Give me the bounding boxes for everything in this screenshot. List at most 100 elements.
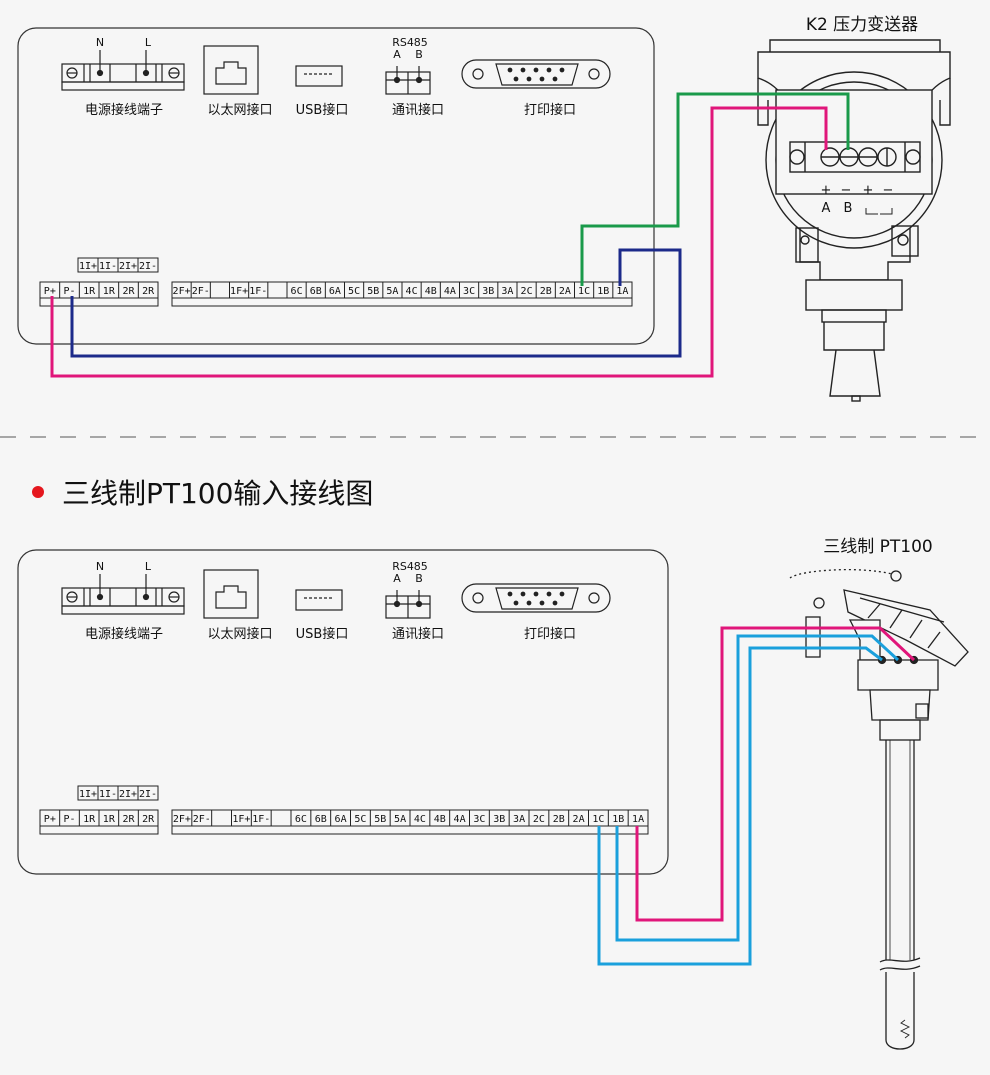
p2-terminal-main-10: 5B (374, 814, 386, 825)
p2-terminal-block-left: P+ P- 1R 1R 2R 2R (39, 809, 159, 835)
p2-terminal-main-17: 3A (513, 814, 525, 825)
p2-terminal-left-5: 2R (142, 814, 155, 825)
p2-terminal-main-4: 1F- (252, 814, 270, 825)
transmitter-terminal-b: B (844, 201, 853, 216)
p2-power-term-n: N (96, 560, 104, 573)
p1-terminal-main-19: 2B (540, 286, 552, 297)
p2-terminal-main-20: 2A (573, 814, 585, 825)
p2-terminal-upper-2: 2I+ (119, 789, 137, 800)
p2-terminal-main-3: 1F+ (232, 814, 250, 825)
wire-cyan-2 (597, 646, 883, 966)
p1-power-term-l: L (145, 36, 152, 49)
p1-terminal-upper-2: 2I+ (119, 261, 137, 272)
p1-rs485-label: RS485 (392, 36, 428, 49)
p2-rs485-term-a: A (393, 572, 401, 585)
p2-terminal-left-0: P+ (44, 814, 56, 825)
p2-comm-label: 通讯接口 (392, 626, 444, 642)
p1-terminal-main-17: 3A (501, 286, 513, 297)
wire-pink (50, 106, 828, 378)
p1-terminal-main-6: 6C (291, 286, 303, 297)
transmitter-sign-4: − (883, 183, 894, 198)
p1-terminal-main-8: 6A (329, 286, 341, 297)
p2-terminal-main-21: 1C (592, 814, 604, 825)
p1-terminal-block-current: 1I+1I-2I+2I- (77, 257, 159, 273)
section-title: 三线制PT100输入接线图 (62, 477, 373, 510)
p1-terminal-main-12: 4C (406, 286, 418, 297)
transmitter-sign-3: + (863, 183, 874, 198)
p1-terminal-main-23: 1A (616, 286, 628, 297)
p1-terminal-main-16: 3B (482, 286, 494, 297)
p2-terminal-main-18: 2C (533, 814, 545, 825)
p2-terminal-upper-0: 1I+ (79, 789, 97, 800)
p2-usb-port-icon (295, 589, 343, 611)
p1-usb-label: USB接口 (296, 102, 349, 118)
p1-terminal-main-18: 2C (521, 286, 533, 297)
p2-terminal-left-4: 2R (122, 814, 135, 825)
p2-terminal-main-15: 3C (473, 814, 485, 825)
p1-terminal-left-0: P+ (44, 286, 56, 297)
p2-terminal-main-16: 3B (493, 814, 505, 825)
p2-terminal-main-0: 2F+ (173, 814, 191, 825)
p2-rs485-term-b: B (415, 572, 423, 585)
pt100-title: 三线制 PT100 (823, 537, 933, 557)
transmitter-sign-1: + (821, 183, 832, 198)
p2-power-term-l: L (145, 560, 152, 573)
pt100-sensor-icon (789, 568, 969, 1050)
p1-terminal-upper-3: 2I- (139, 261, 157, 272)
p2-terminal-main-12: 4C (414, 814, 426, 825)
p2-terminal-left-2: 1R (83, 814, 96, 825)
transmitter-sign-2: − (841, 183, 852, 198)
p1-terminal-main-22: 1B (597, 286, 609, 297)
p1-terminal-left-3: 1R (103, 286, 116, 297)
wire-pink-2 (635, 626, 916, 922)
p1-terminal-main-15: 3C (463, 286, 475, 297)
p1-terminal-left-2: 1R (83, 286, 96, 297)
p2-terminal-main-9: 5C (354, 814, 366, 825)
p2-terminal-upper-3: 2I- (139, 789, 157, 800)
p1-terminal-left-4: 2R (122, 286, 135, 297)
p2-terminal-main-23: 1A (632, 814, 644, 825)
p1-power-terminal-icon (61, 50, 185, 91)
controller-panel (17, 27, 655, 345)
p1-terminal-main-13: 4B (425, 286, 437, 297)
p2-power-label: 电源接线端子 (85, 626, 163, 642)
p2-terminal-main-7: 6B (315, 814, 327, 825)
p2-power-terminal-icon (61, 574, 185, 615)
p2-terminal-main-19: 2B (553, 814, 565, 825)
p2-usb-label: USB接口 (296, 626, 349, 642)
transmitter-title: K2 压力变送器 (806, 15, 918, 35)
pressure-transmitter-icon (757, 39, 951, 402)
wires-diagram-1 (50, 92, 850, 378)
p1-power-term-n: N (96, 36, 104, 49)
p2-terminal-left-1: P- (63, 814, 75, 825)
p1-terminal-main-21: 1C (578, 286, 590, 297)
p1-usb-port-icon (295, 65, 343, 87)
p1-terminal-main-7: 6B (310, 286, 322, 297)
p1-terminal-main-11: 5A (386, 286, 398, 297)
p1-terminal-main-4: 1F- (249, 286, 267, 297)
p1-power-label: 电源接线端子 (85, 102, 163, 118)
p2-terminal-main-1: 2F- (193, 814, 211, 825)
p1-ethernet-port-icon (203, 45, 259, 95)
p2-terminal-left-3: 1R (103, 814, 116, 825)
wire-cyan-1 (615, 634, 900, 942)
p1-terminal-left-5: 2R (142, 286, 155, 297)
p2-terminal-upper-1: 1I- (99, 789, 117, 800)
p1-terminal-main-3: 1F+ (230, 286, 248, 297)
p2-print-label: 打印接口 (524, 626, 576, 642)
p1-terminal-main-9: 5C (348, 286, 360, 297)
p1-rs485-terminal-icon (385, 66, 431, 95)
p1-terminal-main-10: 5B (367, 286, 379, 297)
p2-terminal-block-current: 1I+1I-2I+2I- (77, 785, 159, 801)
p1-comm-label: 通讯接口 (392, 102, 444, 118)
p2-terminal-main-11: 5A (394, 814, 406, 825)
p1-db9-port-icon (461, 59, 611, 89)
